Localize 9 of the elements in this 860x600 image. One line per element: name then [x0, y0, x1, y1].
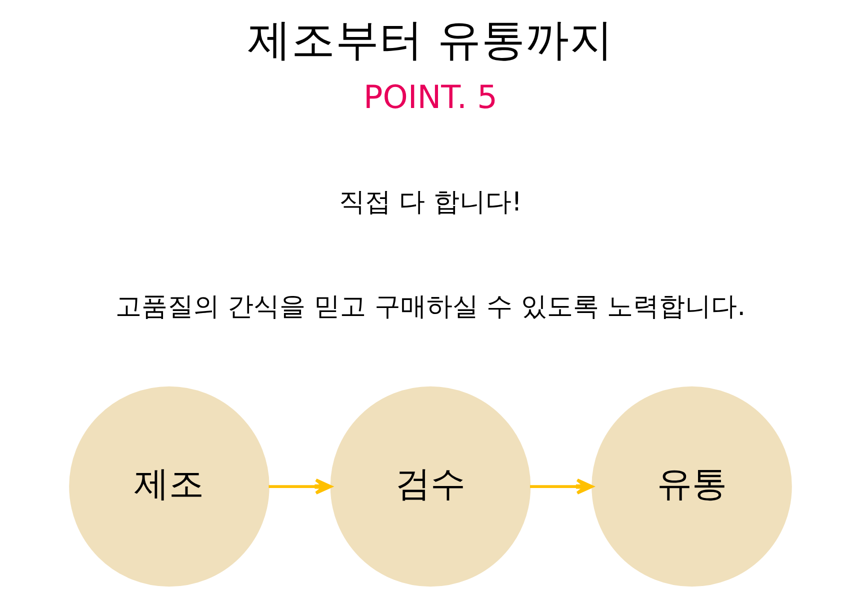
label: 직접 다 합니다! — [338, 188, 522, 218]
label: 고품질의 간식을 믿고 구매하실 수 있도록 노력합니다. — [114, 292, 746, 322]
arrow — [530, 478, 593, 494]
arrow — [268, 478, 332, 494]
node-circle: 검수 — [330, 386, 530, 587]
label: POINT. 5 — [363, 78, 497, 116]
node-circle: 제조 — [68, 386, 269, 587]
diagram-title: 제조부터 유통까지 — [247, 16, 613, 66]
node-circle: 유통 — [591, 386, 792, 587]
